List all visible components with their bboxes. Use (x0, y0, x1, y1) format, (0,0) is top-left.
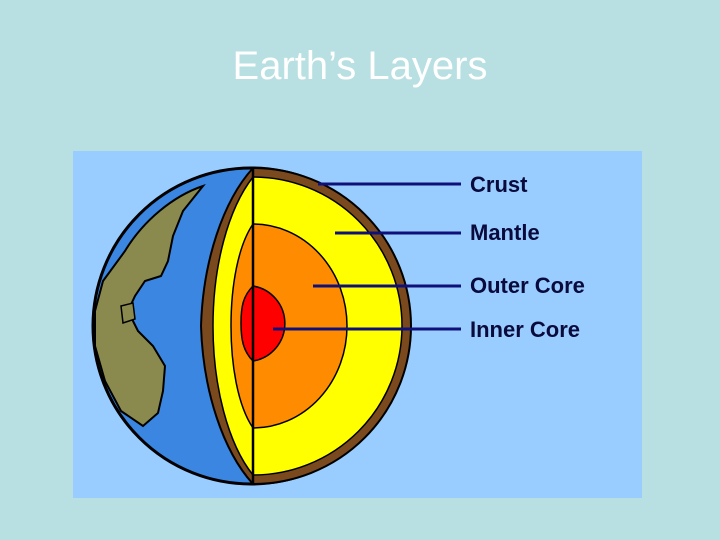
outer-core-layer (230, 223, 348, 429)
mantle-label: Mantle (470, 220, 540, 245)
earth-cross-section: Crust Mantle Outer Core Inner Core (91, 166, 585, 486)
crust-label: Crust (470, 172, 528, 197)
continent-landmass (94, 183, 206, 428)
earth-layers-diagram: Crust Mantle Outer Core Inner Core (73, 151, 642, 498)
outer-core-label: Outer Core (470, 273, 585, 298)
inner-core-label: Inner Core (470, 317, 580, 342)
continent-island (120, 302, 136, 325)
slide-title: Earth’s Layers (232, 44, 488, 88)
